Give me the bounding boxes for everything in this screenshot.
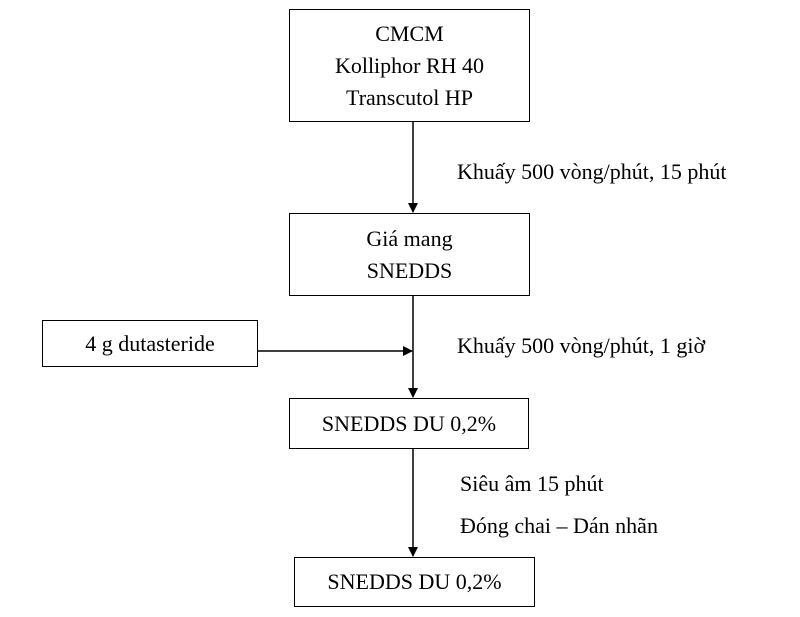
ingredient-cmcm: CMCM bbox=[375, 20, 444, 46]
final-label: SNEDDS DU 0,2% bbox=[327, 569, 502, 594]
ingredient-transcutol: Transcutol HP bbox=[346, 84, 473, 110]
step-sonicate: Siêu âm 15 phút bbox=[460, 471, 604, 496]
step-stir-15min: Khuấy 500 vòng/phút, 15 phút bbox=[457, 159, 727, 184]
carrier-box: Giá mang SNEDDS bbox=[289, 213, 530, 296]
carrier-line-2: SNEDDS bbox=[366, 257, 453, 283]
ingredient-kolliphor: Kolliphor RH 40 bbox=[334, 52, 485, 78]
intermediate-label: SNEDDS DU 0,2% bbox=[321, 410, 497, 436]
carrier-line-1: Giá mang bbox=[366, 225, 453, 251]
ingredients-box: CMCM Kolliphor RH 40 Transcutol HP bbox=[289, 9, 530, 122]
api-box: 4 g dutasteride bbox=[42, 320, 258, 367]
step-stir-1h: Khuấy 500 vòng/phút, 1 giờ bbox=[457, 333, 706, 358]
api-label: 4 g dutasteride bbox=[85, 330, 215, 356]
intermediate-box: SNEDDS DU 0,2% bbox=[289, 398, 529, 449]
step-bottling: Đóng chai – Dán nhãn bbox=[460, 513, 658, 538]
final-box: SNEDDS DU 0,2% bbox=[294, 557, 535, 607]
